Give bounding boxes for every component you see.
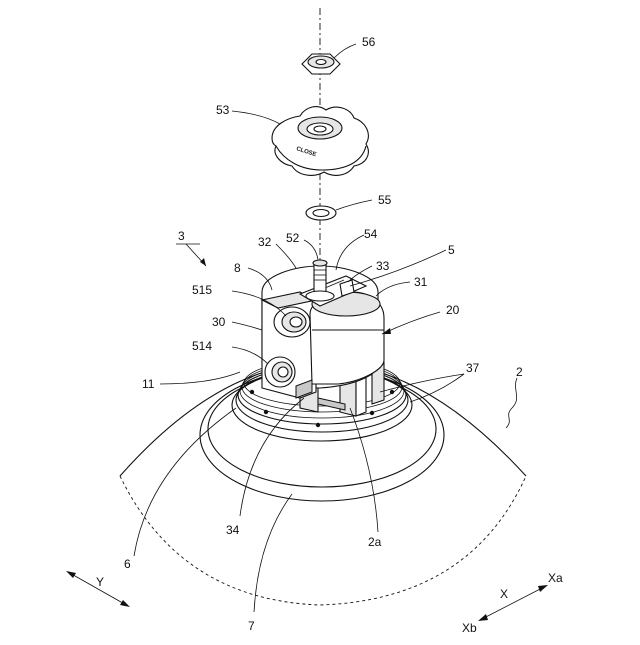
label-6: 6 bbox=[124, 557, 131, 571]
label-8: 8 bbox=[234, 261, 241, 275]
label-54: 54 bbox=[364, 227, 378, 241]
axis-arrows bbox=[66, 571, 548, 621]
label-2: 2 bbox=[516, 365, 523, 379]
axis-label-xa: Xa bbox=[548, 571, 563, 585]
label-34: 34 bbox=[226, 523, 240, 537]
label-56: 56 bbox=[362, 35, 376, 49]
label-20: 20 bbox=[446, 303, 460, 317]
label-7: 7 bbox=[248, 619, 255, 633]
nut-56 bbox=[302, 54, 340, 74]
label-33: 33 bbox=[376, 259, 390, 273]
axis-label-x: X bbox=[500, 587, 508, 601]
knob-53: CLOSE bbox=[272, 107, 368, 176]
label-514: 514 bbox=[192, 339, 212, 353]
axis-labels: Y X Xa Xb bbox=[96, 571, 563, 635]
label-2a: 2a bbox=[368, 535, 382, 549]
label-5: 5 bbox=[448, 243, 455, 257]
label-3: 3 bbox=[178, 229, 185, 243]
port-514 bbox=[265, 357, 295, 387]
axis-label-y: Y bbox=[96, 575, 104, 589]
label-11: 11 bbox=[142, 377, 155, 391]
label-52: 52 bbox=[286, 231, 300, 245]
label-31: 31 bbox=[414, 275, 428, 289]
port-515 bbox=[274, 307, 310, 337]
label-55: 55 bbox=[378, 193, 392, 207]
label-30: 30 bbox=[212, 315, 226, 329]
label-53: 53 bbox=[216, 103, 230, 117]
label-515: 515 bbox=[192, 283, 212, 297]
washer-55 bbox=[306, 206, 336, 220]
label-32: 32 bbox=[258, 235, 272, 249]
label-37: 37 bbox=[466, 361, 480, 375]
axis-label-xb: Xb bbox=[462, 621, 477, 635]
